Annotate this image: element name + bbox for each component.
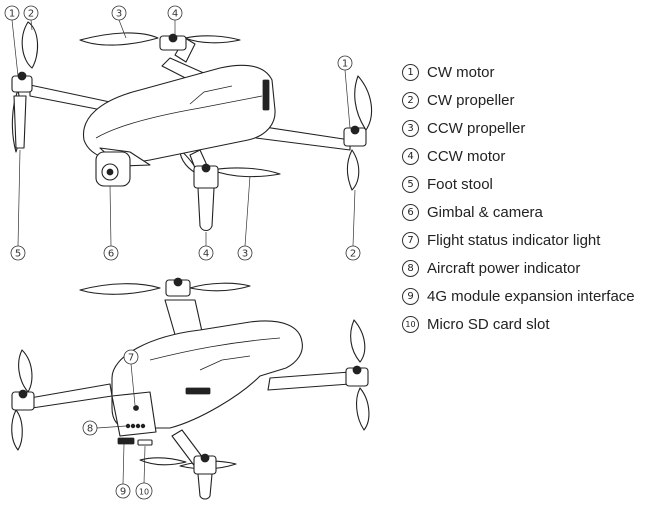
arm-front-right (255, 125, 351, 151)
ccw-motor-front (193, 163, 219, 189)
gimbal-camera (95, 151, 131, 187)
legend-number: 6 (402, 203, 419, 221)
propeller-bottom-right-upper (350, 319, 366, 363)
legend-label: Aircraft power indicator (427, 259, 581, 277)
callout-10: 10 (139, 488, 149, 497)
legend-number: 1 (402, 63, 419, 81)
rear-panel (111, 391, 157, 437)
legend-number: 7 (402, 231, 419, 249)
drone-rear-view (11, 277, 370, 500)
callout-4-top: 4 (172, 9, 178, 20)
propeller-bottom-right-lower (355, 387, 370, 431)
propeller-top-rear-right (184, 35, 241, 44)
4g-interface (117, 437, 135, 445)
propeller-bottom-left-upper (18, 349, 33, 393)
legend-label: Flight status indicator light (427, 231, 601, 249)
legend-label: CW propeller (427, 91, 515, 109)
legend-item-sd-card-slot: 10 Micro SD card slot (402, 310, 635, 338)
legend-label: Gimbal & camera (427, 203, 543, 221)
callout-1-left: 1 (9, 9, 15, 20)
legend-label: 4G module expansion interface (427, 287, 635, 305)
legend-item-ccw-motor: 4 CCW motor (402, 142, 635, 170)
arm-bottom-left (29, 383, 113, 409)
callout-7: 7 (128, 353, 134, 364)
motor-bottom-rear (165, 277, 191, 297)
cw-motor-right (343, 125, 367, 147)
callout-9: 9 (120, 487, 126, 498)
legend-item-4g-interface: 9 4G module expansion interface (402, 282, 635, 310)
callout-8: 8 (87, 424, 93, 435)
callout-3-top: 3 (116, 9, 122, 20)
propeller-top-right-lower (346, 149, 360, 191)
legend-number: 5 (402, 175, 419, 193)
sd-card-slot (137, 439, 153, 446)
legend-number: 4 (402, 147, 419, 165)
callouts-bottom: 7 8 9 10 (82, 349, 153, 500)
legend-number: 3 (402, 119, 419, 137)
drone-body (82, 64, 276, 163)
cw-motor-left (11, 71, 33, 93)
legend-label: CCW motor (427, 147, 506, 165)
callout-3-bottom: 3 (242, 249, 248, 260)
drone-front-view (11, 21, 373, 232)
legend-number: 9 (402, 287, 419, 305)
legend-label: Foot stool (427, 175, 493, 193)
callout-1-right: 1 (342, 59, 348, 70)
propeller-bottom-front-left (139, 457, 187, 466)
propeller-top-front (211, 167, 281, 178)
legend-number: 2 (402, 91, 419, 109)
legend-item-foot-stool: 5 Foot stool (402, 170, 635, 198)
motor-bottom-left (11, 389, 35, 411)
legend-item-flight-status-light: 7 Flight status indicator light (402, 226, 635, 254)
legend-number: 8 (402, 259, 419, 277)
propeller-top-rear (79, 32, 159, 46)
callout-2-right: 2 (350, 249, 356, 260)
legend-item-cw-motor: 1 CW motor (402, 58, 635, 86)
propeller-top-left-upper (21, 21, 39, 69)
legend-item-power-indicator: 8 Aircraft power indicator (402, 254, 635, 282)
propeller-bottom-top-right (189, 282, 251, 292)
arm-bottom-right (267, 371, 351, 391)
callout-5: 5 (15, 249, 21, 260)
callout-6: 6 (108, 249, 114, 260)
parts-legend: 1 CW motor 2 CW propeller 3 CCW propeller 4… (402, 58, 635, 338)
foot-stool (197, 187, 215, 232)
legend-label: CCW propeller (427, 119, 526, 137)
propeller-top-right-upper (354, 75, 373, 131)
legend-item-ccw-propeller: 3 CCW propeller (402, 114, 635, 142)
legend-label: CW motor (427, 63, 495, 81)
ccw-motor-rear (159, 33, 187, 51)
callout-4-bottom: 4 (203, 249, 209, 260)
callouts-top: 1 2 3 4 1 5 6 4 3 2 (4, 5, 361, 261)
legend-number: 10 (402, 315, 419, 333)
legend-item-gimbal-camera: 6 Gimbal & camera (402, 198, 635, 226)
propeller-bottom-top-left (79, 283, 161, 295)
callout-2-left: 2 (28, 9, 34, 20)
legend-label: Micro SD card slot (427, 315, 550, 333)
flight-status-light (133, 405, 139, 411)
motor-bottom-right (345, 365, 369, 387)
propeller-bottom-left-lower (11, 409, 23, 451)
legend-item-cw-propeller: 2 CW propeller (402, 86, 635, 114)
motor-bottom-front (193, 453, 217, 475)
